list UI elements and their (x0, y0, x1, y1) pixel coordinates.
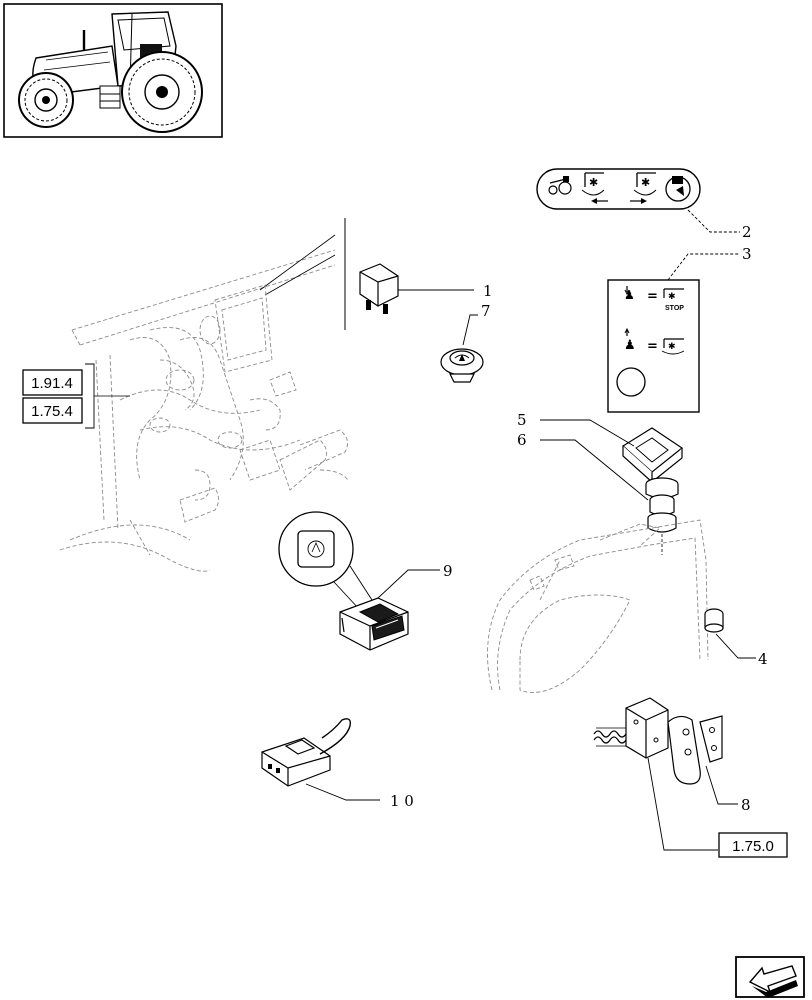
leader-10 (305, 783, 380, 801)
ref-box-1-91-4[interactable]: 1.91.4 (22, 369, 83, 396)
callout-1[interactable]: 1 (483, 282, 493, 300)
svg-text:✱: ✱ (668, 342, 676, 352)
callout-3[interactable]: 3 (742, 245, 752, 263)
pto-stop-decal-icon[interactable]: ♟ = ✱ STOP ♟ = ✱ (607, 279, 700, 413)
ref-label-1-75-4: 1.75.4 (31, 403, 73, 420)
svg-text:=: = (647, 289, 658, 304)
previous-page-arrow-icon[interactable] (735, 956, 805, 998)
tractor-thumbnail-icon[interactable] (3, 3, 223, 138)
callout-10[interactable]: 1 0 (390, 792, 414, 810)
svg-text:♟: ♟ (624, 288, 635, 302)
callout-7[interactable]: 7 (481, 302, 491, 320)
cap-part-icon[interactable] (440, 348, 484, 383)
callout-9[interactable]: 9 (443, 562, 453, 580)
push-button-part-icon[interactable] (645, 477, 679, 555)
leader-7 (462, 314, 478, 346)
svg-text:♟: ♟ (624, 338, 636, 353)
svg-text:✱: ✱ (589, 176, 598, 189)
sensor-bracket-part-icon[interactable] (593, 697, 723, 785)
ref-box-1-75-0[interactable]: 1.75.0 (718, 832, 788, 858)
svg-text:✱: ✱ (668, 292, 676, 302)
relay-part-icon[interactable] (359, 263, 399, 314)
pto-control-decal-icon[interactable]: ✱ ✱ (536, 168, 701, 210)
leader-8 (705, 765, 738, 805)
svg-text:✱: ✱ (641, 176, 650, 189)
ref-label-1-75-0: 1.75.0 (732, 838, 774, 855)
switch-bezel-part-icon[interactable] (622, 427, 684, 484)
small-cap-part-icon[interactable] (704, 608, 724, 633)
callout-2[interactable]: 2 (742, 223, 752, 241)
ref-label-1-91-4: 1.91.4 (31, 375, 73, 392)
side-panel-background-drawing (487, 519, 709, 693)
leader-4 (715, 633, 756, 659)
svg-text:=: = (647, 339, 658, 354)
connector-part-icon[interactable] (261, 718, 352, 787)
stop-label: STOP (665, 305, 684, 312)
harness-background-drawing (59, 218, 349, 572)
callout-5[interactable]: 5 (517, 411, 527, 429)
leader-9 (377, 569, 440, 599)
leader-6 (540, 439, 649, 501)
leader-ref-1-75-0 (647, 757, 718, 851)
ref-box-1-75-4[interactable]: 1.75.4 (22, 397, 83, 424)
callout-4[interactable]: 4 (758, 650, 768, 668)
leader-5 (540, 419, 635, 447)
rocker-switch-part-icon[interactable] (278, 511, 409, 651)
leader-3 (667, 253, 740, 281)
callout-6[interactable]: 6 (517, 431, 527, 449)
callout-8[interactable]: 8 (741, 796, 751, 814)
leader-2 (687, 209, 740, 233)
